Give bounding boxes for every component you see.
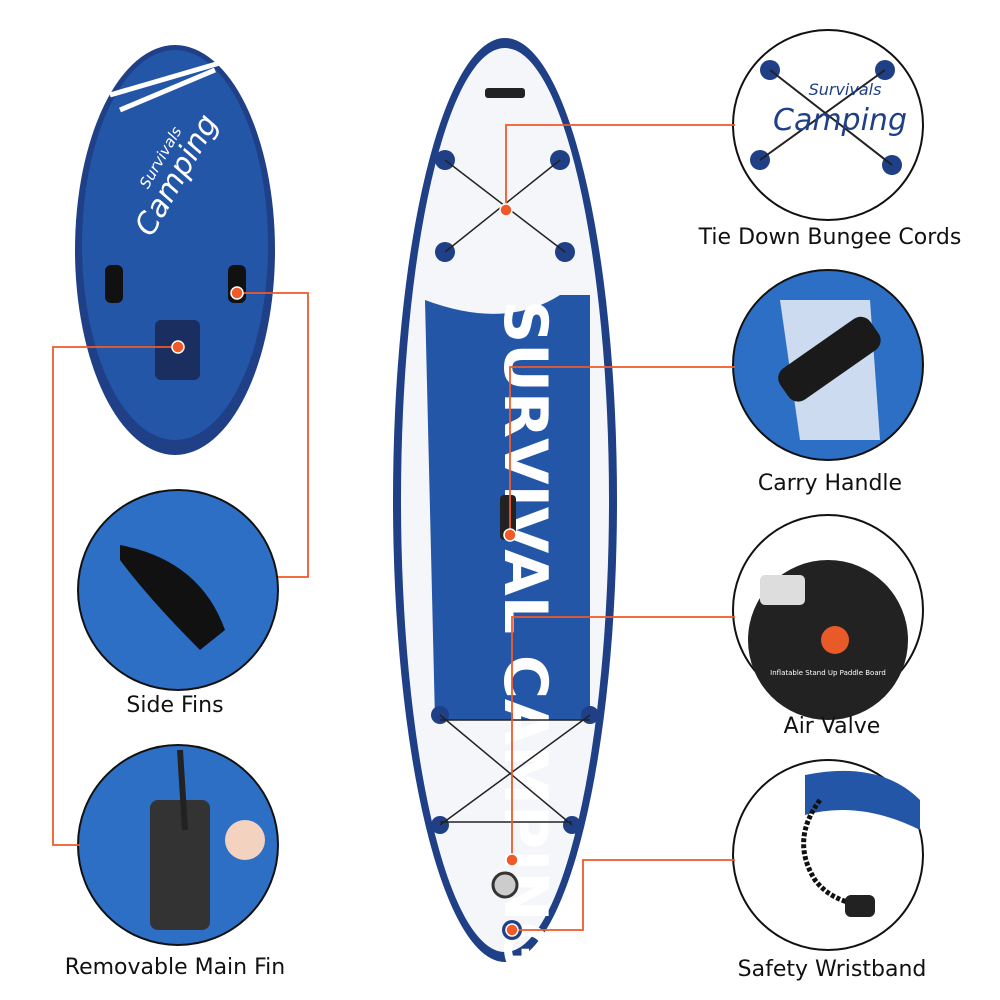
callout-lines	[52, 124, 735, 931]
callout-dots	[171, 203, 519, 937]
deck-text: SURVIVAL CAMPING	[490, 300, 560, 971]
detail-logo-line1: Survivals	[809, 80, 882, 99]
label-removable-main-fin: Removable Main Fin	[64, 955, 286, 980]
label-tie-down-bungee-cords: Tie Down Bungee Cords	[698, 225, 962, 250]
detail-logo-line2: Camping	[773, 103, 907, 138]
board-top-view: SURVIVAL CAMPING	[393, 38, 617, 971]
label-carry-handle: Carry Handle	[757, 471, 903, 496]
detail-contents: Survivals Camping Inflatable Stand Up Pa…	[120, 60, 920, 930]
label-air-valve: Air Valve	[783, 714, 881, 739]
label-side-fins: Side Fins	[126, 693, 224, 718]
valve-text: Inflatable Stand Up Paddle Board	[770, 669, 886, 677]
board-bottom-view: Survivals Camping	[75, 45, 275, 455]
label-safety-wristband: Safety Wristband	[737, 957, 927, 982]
